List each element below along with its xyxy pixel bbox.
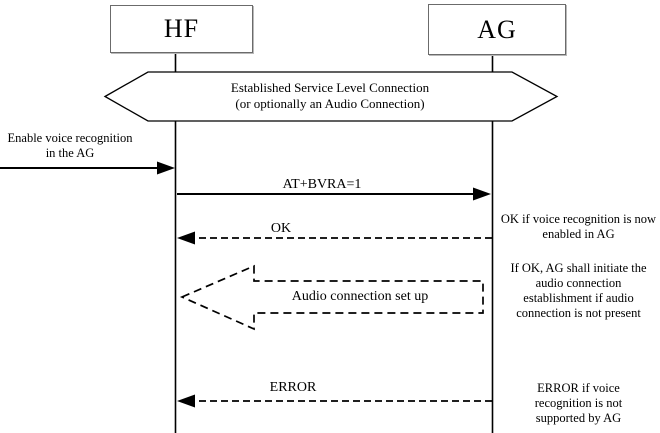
enable-voice-recognition-arrowhead [157,161,175,175]
note-ok-enabled: OK if voice recognition is now enabled i… [500,212,657,241]
message-label-audio-connection: Audio connection set up [291,289,429,304]
message-label-at-bvra: AT+BVRA=1 [282,177,362,192]
message-label-error: ERROR [269,380,317,395]
service-level-connection-banner-shape [103,71,559,122]
at-bvra-arrowhead [473,187,491,201]
participant-label-hf: HF [163,14,200,43]
note-error-not-supported: ERROR if voice recognition is not suppor… [534,381,623,425]
audio-connection-block-arrow [179,264,484,331]
message-label-ok: OK [270,221,292,236]
participant-box-hf: HF [110,5,253,53]
enable-voice-recognition-text: Enable voice recognition in the AG [7,131,133,160]
note-audio-connection-establishment: If OK, AG shall initiate the audio conne… [510,261,647,320]
participant-box-ag: AG [428,4,566,55]
error-arrowhead [177,394,195,408]
ok-arrowhead [177,231,195,245]
service-level-connection-banner-text: Established Service Level Connection (or… [230,80,430,111]
participant-label-ag: AG [477,14,517,44]
